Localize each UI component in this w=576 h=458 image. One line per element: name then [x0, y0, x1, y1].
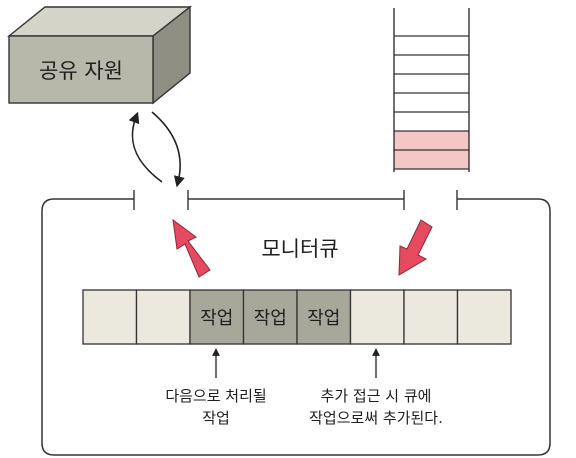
queue-cell-label: 작업	[307, 308, 340, 329]
queue-cell-empty	[456, 289, 512, 345]
cube-front-face	[8, 35, 154, 104]
queue-cell-label: 작업	[200, 308, 233, 329]
next-task-note-line1: 다음으로 처리될	[165, 387, 266, 405]
acquire-arrow	[151, 111, 185, 188]
queue-cell-empty	[135, 289, 191, 345]
add-task-note-line2: 작업으로써 추가된다.	[309, 409, 443, 427]
queue-cell-empty	[403, 289, 459, 345]
add-task-note-line1: 추가 접근 시 큐에	[321, 387, 432, 405]
exit-red-arrow	[172, 218, 211, 278]
shared-resource-label: 공유 자원	[39, 59, 123, 83]
queue-cell-label: 작업	[254, 308, 287, 329]
shared-resource-cube: 공유 자원	[7, 5, 193, 105]
entry-red-arrow	[398, 219, 433, 276]
queue-cell-empty	[349, 289, 405, 345]
work-queue: 작업 작업 작업	[82, 289, 512, 345]
monitor-boundary	[41, 198, 551, 456]
incoming-stack	[393, 8, 470, 172]
queue-cell-empty	[82, 289, 138, 345]
monitor-queue-label: 모니터큐	[261, 237, 338, 261]
queue-cell-task	[189, 289, 245, 345]
release-arrow	[128, 111, 163, 183]
next-task-note-line2: 작업	[202, 409, 230, 427]
